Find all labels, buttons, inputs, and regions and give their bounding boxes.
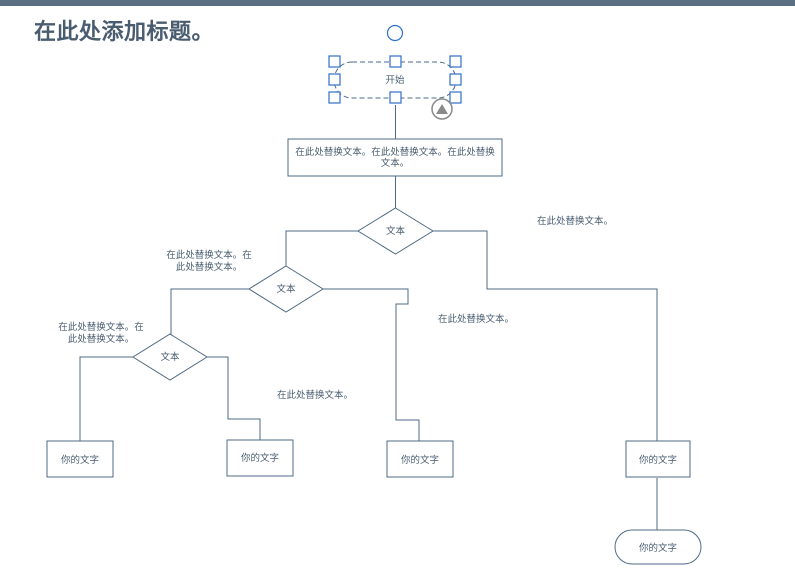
resize-handle-nw[interactable] bbox=[328, 55, 341, 68]
box-3[interactable]: 你的文字 bbox=[386, 440, 454, 478]
decision-3-label: 文本 bbox=[160, 351, 180, 363]
note-decision-2-line-1[interactable]: 在此处替换文本。在 bbox=[166, 249, 252, 261]
connector-decision3-left bbox=[79, 356, 133, 441]
process-box-line-1: 在此处替换文本。在此处替换文本。在此处替换 bbox=[295, 146, 495, 158]
box-3-label: 你的文字 bbox=[401, 454, 439, 466]
decision-1[interactable]: 文本 bbox=[357, 207, 434, 255]
decision-1-label: 文本 bbox=[386, 225, 406, 237]
note-decision-2-line-2[interactable]: 此处替换文本。 bbox=[176, 261, 243, 273]
decision-2[interactable]: 文本 bbox=[248, 265, 324, 313]
connector-decision3-right bbox=[207, 356, 261, 440]
resize-handle-s[interactable] bbox=[389, 91, 402, 104]
end-terminal-label: 你的文字 bbox=[639, 542, 677, 554]
page-title[interactable]: 在此处添加标题。 bbox=[34, 20, 215, 45]
process-box-line-2: 文本。 bbox=[381, 157, 410, 169]
shape-adjust-handle[interactable] bbox=[431, 98, 453, 120]
process-box[interactable]: 在此处替换文本。在此处替换文本。在此处替换 文本。 bbox=[287, 138, 503, 177]
note-decision-3-line-2[interactable]: 此处替换文本。 bbox=[68, 333, 135, 345]
resize-handle-n[interactable] bbox=[389, 55, 402, 68]
selection-handles[interactable] bbox=[328, 55, 462, 104]
box-4[interactable]: 你的文字 bbox=[625, 440, 691, 478]
resize-handle-ne[interactable] bbox=[449, 55, 462, 68]
decision-3[interactable]: 文本 bbox=[132, 333, 208, 381]
box-4-label: 你的文字 bbox=[639, 454, 677, 466]
top-accent-bar bbox=[0, 0, 795, 6]
resize-handle-w[interactable] bbox=[328, 73, 341, 86]
end-terminal[interactable]: 你的文字 bbox=[614, 529, 702, 565]
triangle-up-icon bbox=[436, 104, 448, 114]
resize-handle-e[interactable] bbox=[449, 73, 462, 86]
box-2[interactable]: 你的文字 bbox=[226, 439, 294, 477]
note-decision-3-right[interactable]: 在此处替换文本。 bbox=[277, 389, 353, 401]
note-decision-3-line-1[interactable]: 在此处替换文本。在 bbox=[58, 321, 144, 333]
resize-handle-se[interactable] bbox=[449, 91, 462, 104]
box-1[interactable]: 你的文字 bbox=[46, 440, 114, 478]
decision-2-label: 文本 bbox=[276, 283, 296, 295]
connector-decision2-right bbox=[323, 288, 420, 441]
resize-handle-sw[interactable] bbox=[328, 91, 341, 104]
box-1-label: 你的文字 bbox=[61, 454, 99, 466]
rotate-handle[interactable] bbox=[386, 24, 404, 42]
note-decision-2-right[interactable]: 在此处替换文本。 bbox=[438, 313, 514, 325]
box-2-label: 你的文字 bbox=[241, 452, 279, 464]
connector-decision1-right bbox=[433, 230, 658, 441]
note-decision-1-right[interactable]: 在此处替换文本。 bbox=[537, 215, 613, 227]
start-terminal-label: 开始 bbox=[385, 74, 405, 86]
